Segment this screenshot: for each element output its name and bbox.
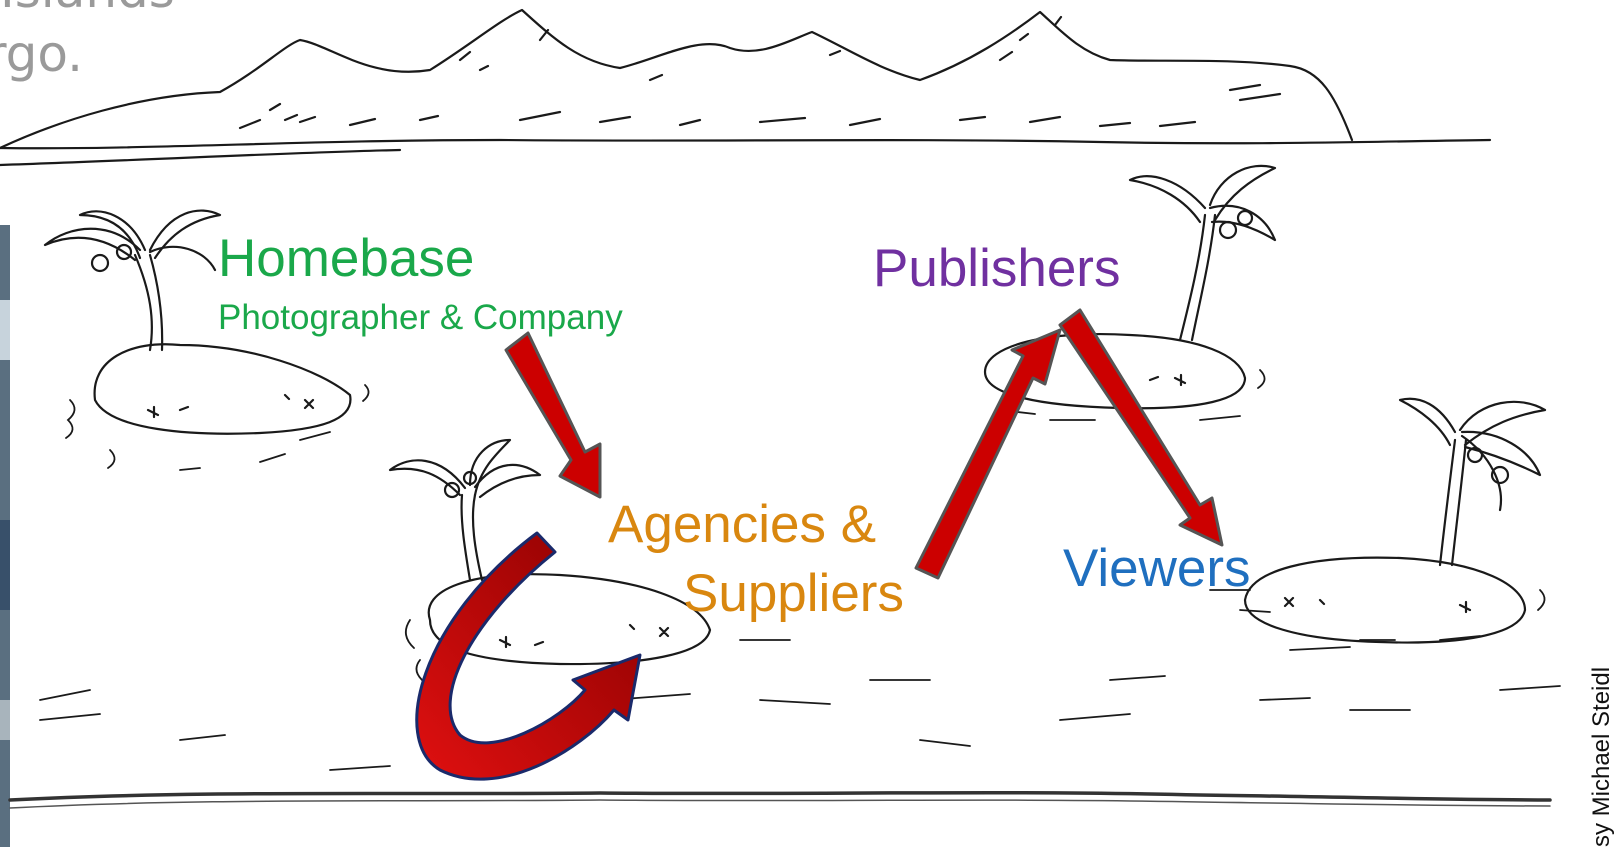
arrow-agencies-to-publishers xyxy=(914,328,1062,580)
photo-strip-edge xyxy=(0,225,10,847)
island-viewers xyxy=(1243,397,1547,644)
loop-arrow-agencies-self xyxy=(415,531,642,781)
island-viewers-shore xyxy=(1243,556,1527,644)
partial-heading: Islands rgo. xyxy=(0,0,175,86)
agencies-label-line-1: Agencies & xyxy=(608,495,877,554)
palm-tree-icon xyxy=(388,438,542,582)
agencies-label-line-2: Suppliers xyxy=(683,564,904,623)
viewers-label: Viewers xyxy=(1063,539,1251,598)
island-homebase-shore xyxy=(93,343,352,435)
photo-credit: sy Michael Steidl xyxy=(1588,666,1615,847)
palm-tree-icon xyxy=(1398,397,1547,567)
partial-heading-line-1: Islands xyxy=(0,0,175,22)
publishers-label: Publishers xyxy=(873,239,1121,298)
palm-tree-icon xyxy=(43,209,222,352)
partial-heading-line-2: rgo. xyxy=(0,25,84,83)
homebase-subtitle: Photographer & Company xyxy=(218,298,623,337)
homebase-title: Homebase xyxy=(218,229,475,288)
island-homebase xyxy=(43,209,352,435)
arrow-publishers-to-viewers xyxy=(1058,308,1224,547)
shoreline xyxy=(8,790,1552,809)
arrow-homebase-to-agencies xyxy=(504,331,602,499)
mountain-range-icon xyxy=(0,8,1492,167)
palm-tree-icon xyxy=(1128,164,1277,342)
